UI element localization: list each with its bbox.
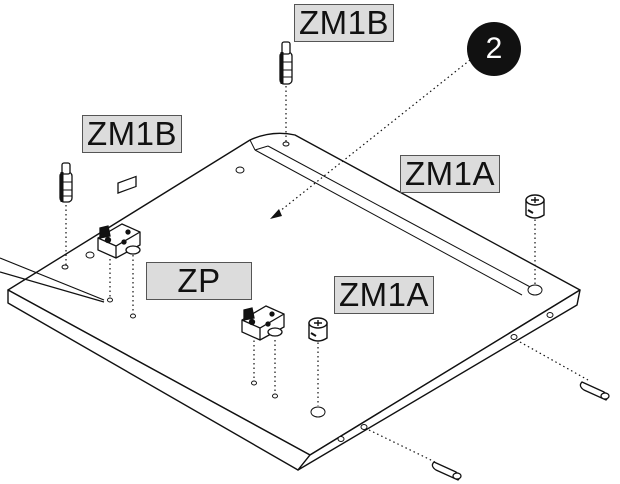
step-number-badge: 2 xyxy=(467,22,521,76)
hinge-plate-icon xyxy=(97,175,141,259)
hole xyxy=(510,334,518,340)
hole xyxy=(546,312,554,318)
panel-corner xyxy=(249,139,256,151)
hole xyxy=(85,251,95,259)
hole xyxy=(235,166,245,174)
cam-lock-icon xyxy=(525,194,545,219)
dowel-pin-icon xyxy=(431,461,462,481)
hinge-plate-icon xyxy=(241,305,285,341)
label-zp: ZP xyxy=(146,262,252,300)
hole xyxy=(107,297,113,303)
hole xyxy=(360,424,368,430)
cam-lock-icon xyxy=(308,317,328,342)
label-zm1a-right: ZM1A xyxy=(400,155,501,193)
hole xyxy=(272,393,278,399)
leader-line xyxy=(0,271,105,303)
label-zm1b-top: ZM1B xyxy=(294,4,395,42)
hole xyxy=(310,406,326,418)
hole xyxy=(337,436,345,442)
guide-line xyxy=(519,341,589,381)
panel-right-edge xyxy=(297,289,581,471)
label-zm1b-left: ZM1B xyxy=(82,115,183,153)
panel-groove xyxy=(254,145,535,296)
step-pointer-line xyxy=(274,59,471,216)
dowel-pin-icon xyxy=(279,41,293,85)
dowel-pin-icon xyxy=(59,162,73,203)
hole xyxy=(251,380,257,386)
guide-line xyxy=(368,429,436,463)
leader-line xyxy=(0,257,105,301)
hole xyxy=(61,264,69,270)
hole xyxy=(282,141,290,147)
step-pointer-arrowhead xyxy=(270,209,282,219)
panel-top-face xyxy=(7,132,581,456)
dowel-pin-icon xyxy=(579,381,610,401)
label-zm1a-center: ZM1A xyxy=(334,276,435,314)
panel-groove-edge xyxy=(254,145,269,151)
hole xyxy=(527,284,543,296)
hole xyxy=(130,313,136,319)
